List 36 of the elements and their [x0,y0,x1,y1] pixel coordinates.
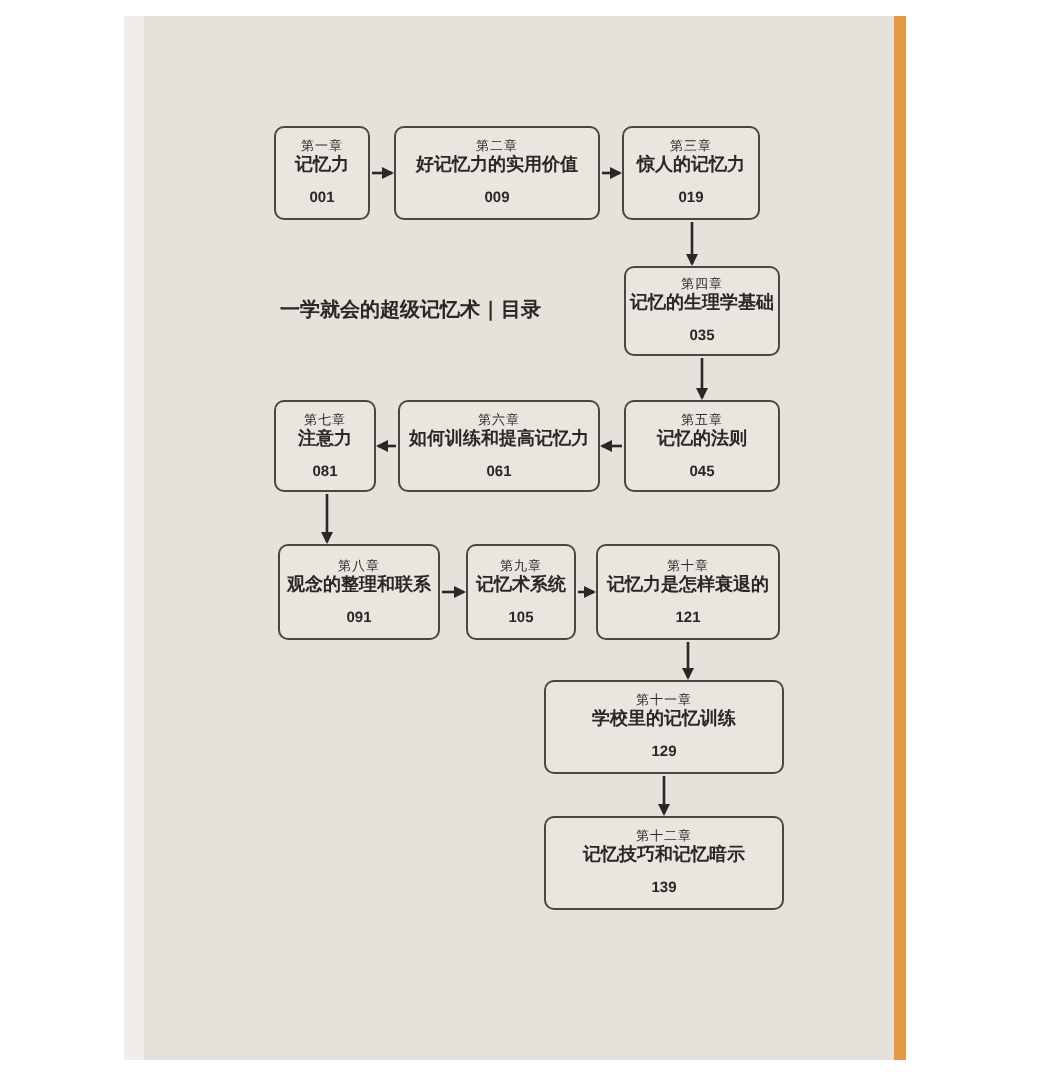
arrow [372,167,394,179]
chapter-box [622,126,760,220]
chapter-box [624,266,780,356]
chapter-box [544,816,784,910]
chapter-title: 记忆技巧和记忆暗示 [583,844,745,870]
arrow [442,586,466,598]
chapter-box [274,126,370,220]
chapter-title: 记忆的生理学基础 [630,292,774,318]
chapter-box [624,400,780,492]
chapter-title: 记忆术系统 [476,573,566,599]
chapter-title: 记忆力 [295,154,349,180]
arrow [602,167,622,179]
chapter-box [394,126,600,220]
heading: 一学就会的超级记忆术 | 目录 [280,297,542,324]
chapter-box [544,680,784,774]
arrow [321,494,333,544]
chapter-title: 记忆力是怎样衰退的 [607,573,769,599]
chapter-title: 好记忆力的实用价值 [416,154,578,180]
chapter-title: 如何训练和提高记忆力 [409,427,589,453]
arrow [686,222,698,266]
arrow [376,440,396,452]
arrow [578,586,596,598]
arrow [600,440,622,452]
arrow [658,776,670,816]
chapter-box [398,400,600,492]
chapter-box [278,544,440,640]
chapter-title: 观念的整理和联系 [287,573,431,599]
chapter-title: 惊人的记忆力 [637,154,745,180]
arrow [696,358,708,400]
arrow [682,642,694,680]
chapter-title: 记忆的法则 [657,427,747,453]
chapter-title: 学校里的记忆训练 [592,708,736,734]
chapter-box [466,544,576,640]
chapter-title: 注意力 [298,427,352,453]
chapter-box [596,544,780,640]
chapter-box [274,400,376,492]
